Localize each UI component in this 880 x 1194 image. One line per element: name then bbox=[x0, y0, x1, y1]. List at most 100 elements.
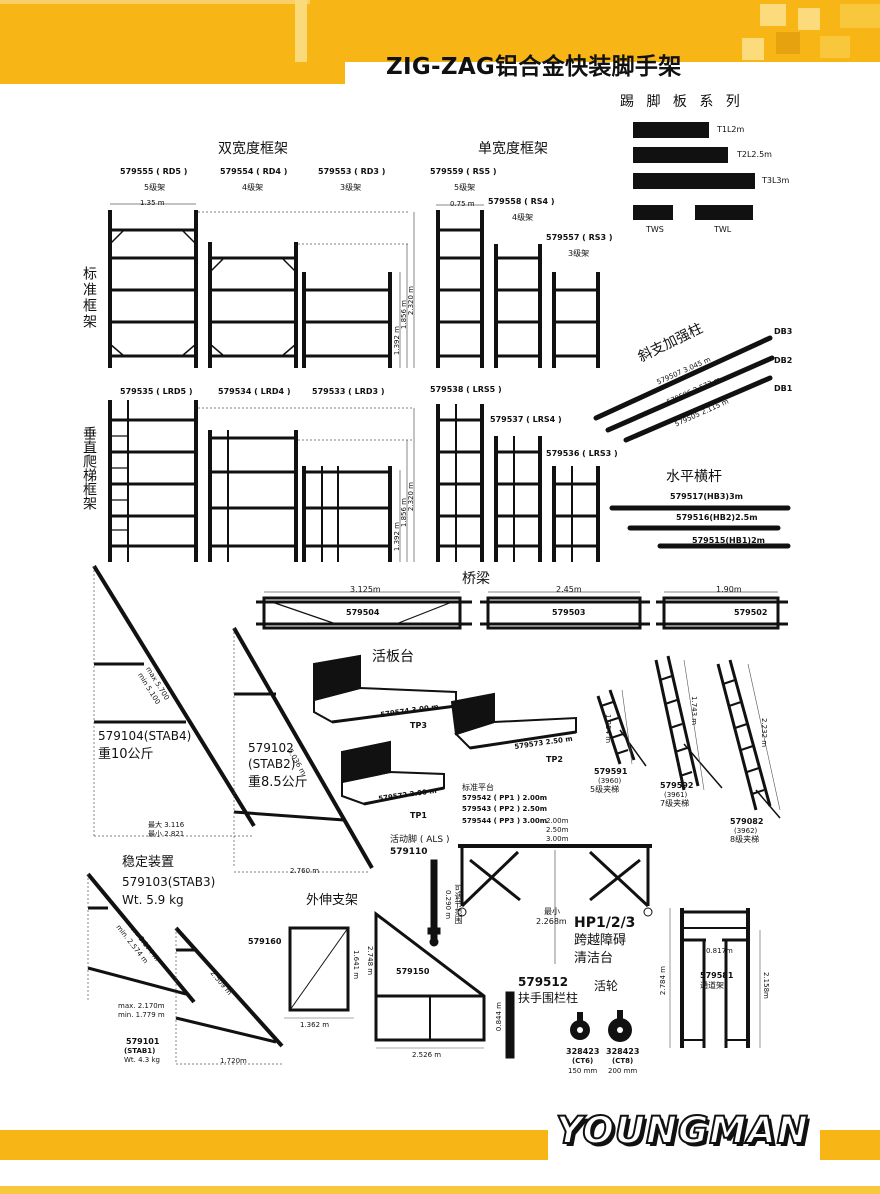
dimension-lines-standard bbox=[198, 211, 415, 368]
stab2-weight: 重8.5公斤 bbox=[248, 775, 308, 790]
bridge-579503 bbox=[480, 591, 650, 630]
frame-height-dim: 2.320 m bbox=[407, 286, 415, 316]
ladder-frame-lrd4 bbox=[208, 430, 298, 562]
toe-board-bars bbox=[633, 122, 755, 220]
section-title-ladder-frame: 垂直爬梯框架 bbox=[81, 426, 97, 510]
horizontal-bar-label: 579517(HB3)3m bbox=[670, 492, 743, 501]
castor-size: 150 mm bbox=[568, 1067, 598, 1075]
section-title-single-width: 单宽度框架 bbox=[478, 141, 548, 157]
guard-post bbox=[505, 991, 515, 1059]
frame-width-dim: 1.35 m bbox=[140, 199, 165, 207]
stab1-code: 579101 bbox=[126, 1037, 160, 1046]
standard-platform-row: 579544 ( PP3 ) 3.00m bbox=[462, 817, 548, 825]
stab1-base: 1.720m bbox=[220, 1057, 247, 1065]
diagonal-tag: DB1 bbox=[774, 384, 793, 393]
ladder-dim: 1.743 m bbox=[690, 696, 698, 726]
page-title: ZIG-ZAG铝合金快装脚手架 bbox=[386, 54, 682, 80]
frame-levels: 4级架 bbox=[242, 183, 264, 192]
passage-code: 579581 bbox=[700, 971, 734, 980]
adjustable-leg bbox=[427, 859, 441, 947]
footer-band bbox=[0, 1130, 880, 1194]
ladder-frame-code: 579533 ( LRD3 ) bbox=[312, 387, 385, 396]
hp-span: 3.00m bbox=[546, 835, 569, 843]
hp-name: 跨越障碍 bbox=[574, 933, 627, 948]
ladder-name: 8级夹梯 bbox=[730, 835, 760, 844]
bridge-length: 2.45m bbox=[556, 585, 582, 594]
passage-height: 2.158m bbox=[762, 972, 770, 999]
diagonal-tag: DB2 bbox=[774, 356, 793, 365]
stab2-base: 2.760 m bbox=[290, 867, 320, 875]
trapdoor-name: TP1 bbox=[410, 811, 427, 820]
bridge-code: 579502 bbox=[734, 608, 768, 617]
horizontal-bars bbox=[609, 505, 791, 549]
adjustable-leg-label: 活动脚 ( ALS ) bbox=[390, 835, 450, 845]
frame-width-dim: 0.75 m bbox=[450, 200, 475, 208]
frame-code: 579554 ( RD4 ) bbox=[220, 167, 288, 176]
hp-platform bbox=[457, 844, 653, 964]
brand-logo: YOUNGMAN bbox=[555, 1109, 809, 1152]
stabilizer-stab4 bbox=[92, 564, 256, 837]
section-title-double-width: 双宽度框架 bbox=[218, 141, 288, 157]
frame-height-dim: 1.392 m bbox=[393, 326, 401, 356]
section-title-horizontal: 水平横杆 bbox=[666, 469, 722, 485]
frame-code: 579558 ( RS4 ) bbox=[488, 197, 555, 206]
frame-code: 579557 ( RS3 ) bbox=[546, 233, 613, 242]
toe-board-label: TWS bbox=[646, 225, 664, 234]
stab1-min: min. 1.779 m bbox=[118, 1011, 165, 1019]
guard-post-name: 扶手围栏柱 bbox=[518, 991, 579, 1005]
ladder-name: 5级夹梯 bbox=[590, 785, 620, 794]
bridge-579502 bbox=[656, 591, 788, 630]
ladder-height-dim: 2.320 m bbox=[407, 482, 415, 512]
stab3-weight: Wt. 5.9 kg bbox=[122, 893, 184, 907]
ladder-frame-code: 579538 ( LRS5 ) bbox=[430, 385, 502, 394]
hp-min-label: 最小 bbox=[544, 907, 560, 916]
outrigger-height: 2.748 m bbox=[366, 946, 374, 976]
section-title-bridge: 桥梁 bbox=[462, 571, 490, 587]
adjustable-leg-code: 579110 bbox=[390, 847, 428, 857]
ladder-frame-code: 579536 ( LRS3 ) bbox=[546, 449, 618, 458]
toe-board-label: TWL bbox=[714, 225, 732, 234]
hp-name: 清洁台 bbox=[574, 951, 614, 966]
standard-frame-rd5 bbox=[108, 203, 198, 368]
section-title-trapdoor: 活板台 bbox=[372, 649, 414, 665]
adjustable-leg-note: 可调节范围 bbox=[454, 884, 463, 924]
passage-name: 通道架 bbox=[700, 981, 724, 990]
outrigger-height: 1.641 m bbox=[352, 950, 360, 980]
horizontal-bar-label: 579516(HB2)2.5m bbox=[676, 513, 758, 522]
ladder-frame-code: 579534 ( LRD4 ) bbox=[218, 387, 291, 396]
passage-inner-width: 0.817m bbox=[706, 947, 733, 955]
ladder-code: 579591 bbox=[594, 767, 628, 776]
standard-platform-title: 标准平台 bbox=[462, 783, 494, 792]
ladder-frame-code: 579537 ( LRS4 ) bbox=[490, 415, 562, 424]
frame-levels: 5级架 bbox=[144, 183, 166, 192]
outrigger-code: 579160 bbox=[248, 937, 282, 946]
section-title-stabilizer: 稳定装置 bbox=[122, 855, 175, 870]
stab1-max: max. 2.170m bbox=[118, 1002, 165, 1010]
bridge-length: 1.90m bbox=[716, 585, 742, 594]
stab4-weight: 重10公斤 bbox=[98, 747, 154, 762]
standard-frame-rd4 bbox=[208, 242, 298, 368]
standard-platform-row: 579543 ( PP2 ) 2.50m bbox=[462, 805, 548, 813]
frame-levels: 3级架 bbox=[340, 183, 362, 192]
stab4-base-max: 最大 3.116 bbox=[148, 821, 185, 829]
stab2-sub: (STAB2) bbox=[248, 757, 296, 771]
stab4-base-min: 最小 2.821 bbox=[148, 830, 185, 838]
ladder-code: 579082 bbox=[730, 817, 764, 826]
ladder-frame-lrd5 bbox=[108, 400, 198, 562]
stab2-code: 579102 bbox=[248, 741, 294, 755]
passage-frame bbox=[669, 908, 761, 1048]
standard-frame-rs5 bbox=[436, 204, 484, 368]
trapdoor-platforms bbox=[313, 654, 577, 806]
castor-code: 328423 bbox=[606, 1047, 640, 1056]
castor-wheels bbox=[570, 1010, 632, 1042]
stabilizer-stab2 bbox=[232, 627, 374, 873]
bridge-code: 579503 bbox=[552, 608, 586, 617]
section-title-castor: 活轮 bbox=[594, 979, 619, 993]
dimension-lines-ladder bbox=[198, 407, 415, 562]
ladder-dim: 1.254 m bbox=[604, 714, 612, 744]
passage-height: 2.784 m bbox=[659, 966, 667, 996]
hp-span: 2.50m bbox=[546, 826, 569, 834]
castor-sub: (CT6) bbox=[572, 1057, 594, 1065]
